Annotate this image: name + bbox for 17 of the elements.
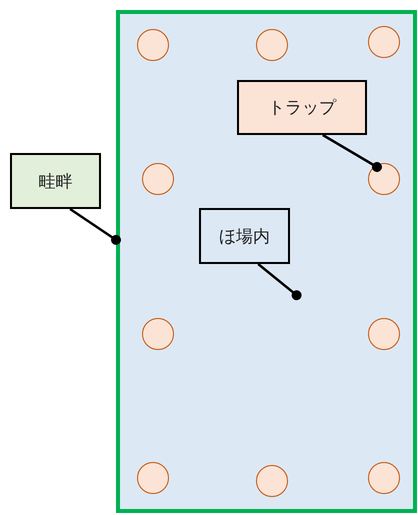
field-area	[116, 10, 417, 513]
label-box: 畦畔	[10, 153, 101, 209]
trap-circle	[137, 462, 169, 494]
trap-circle	[256, 465, 288, 497]
trap-circle	[368, 163, 400, 195]
trap-circle	[142, 318, 174, 350]
trap-circle	[142, 163, 174, 195]
trap-circle	[256, 29, 288, 61]
leader-line	[257, 263, 302, 300]
leader-line	[69, 208, 121, 245]
trap-circle	[137, 29, 169, 61]
label-box: ほ場内	[199, 208, 290, 264]
trap-circle	[368, 318, 400, 350]
trap-circle	[368, 26, 400, 58]
trap-circle	[368, 462, 400, 494]
label-box: トラップ	[237, 80, 367, 135]
leader-line	[322, 134, 382, 172]
